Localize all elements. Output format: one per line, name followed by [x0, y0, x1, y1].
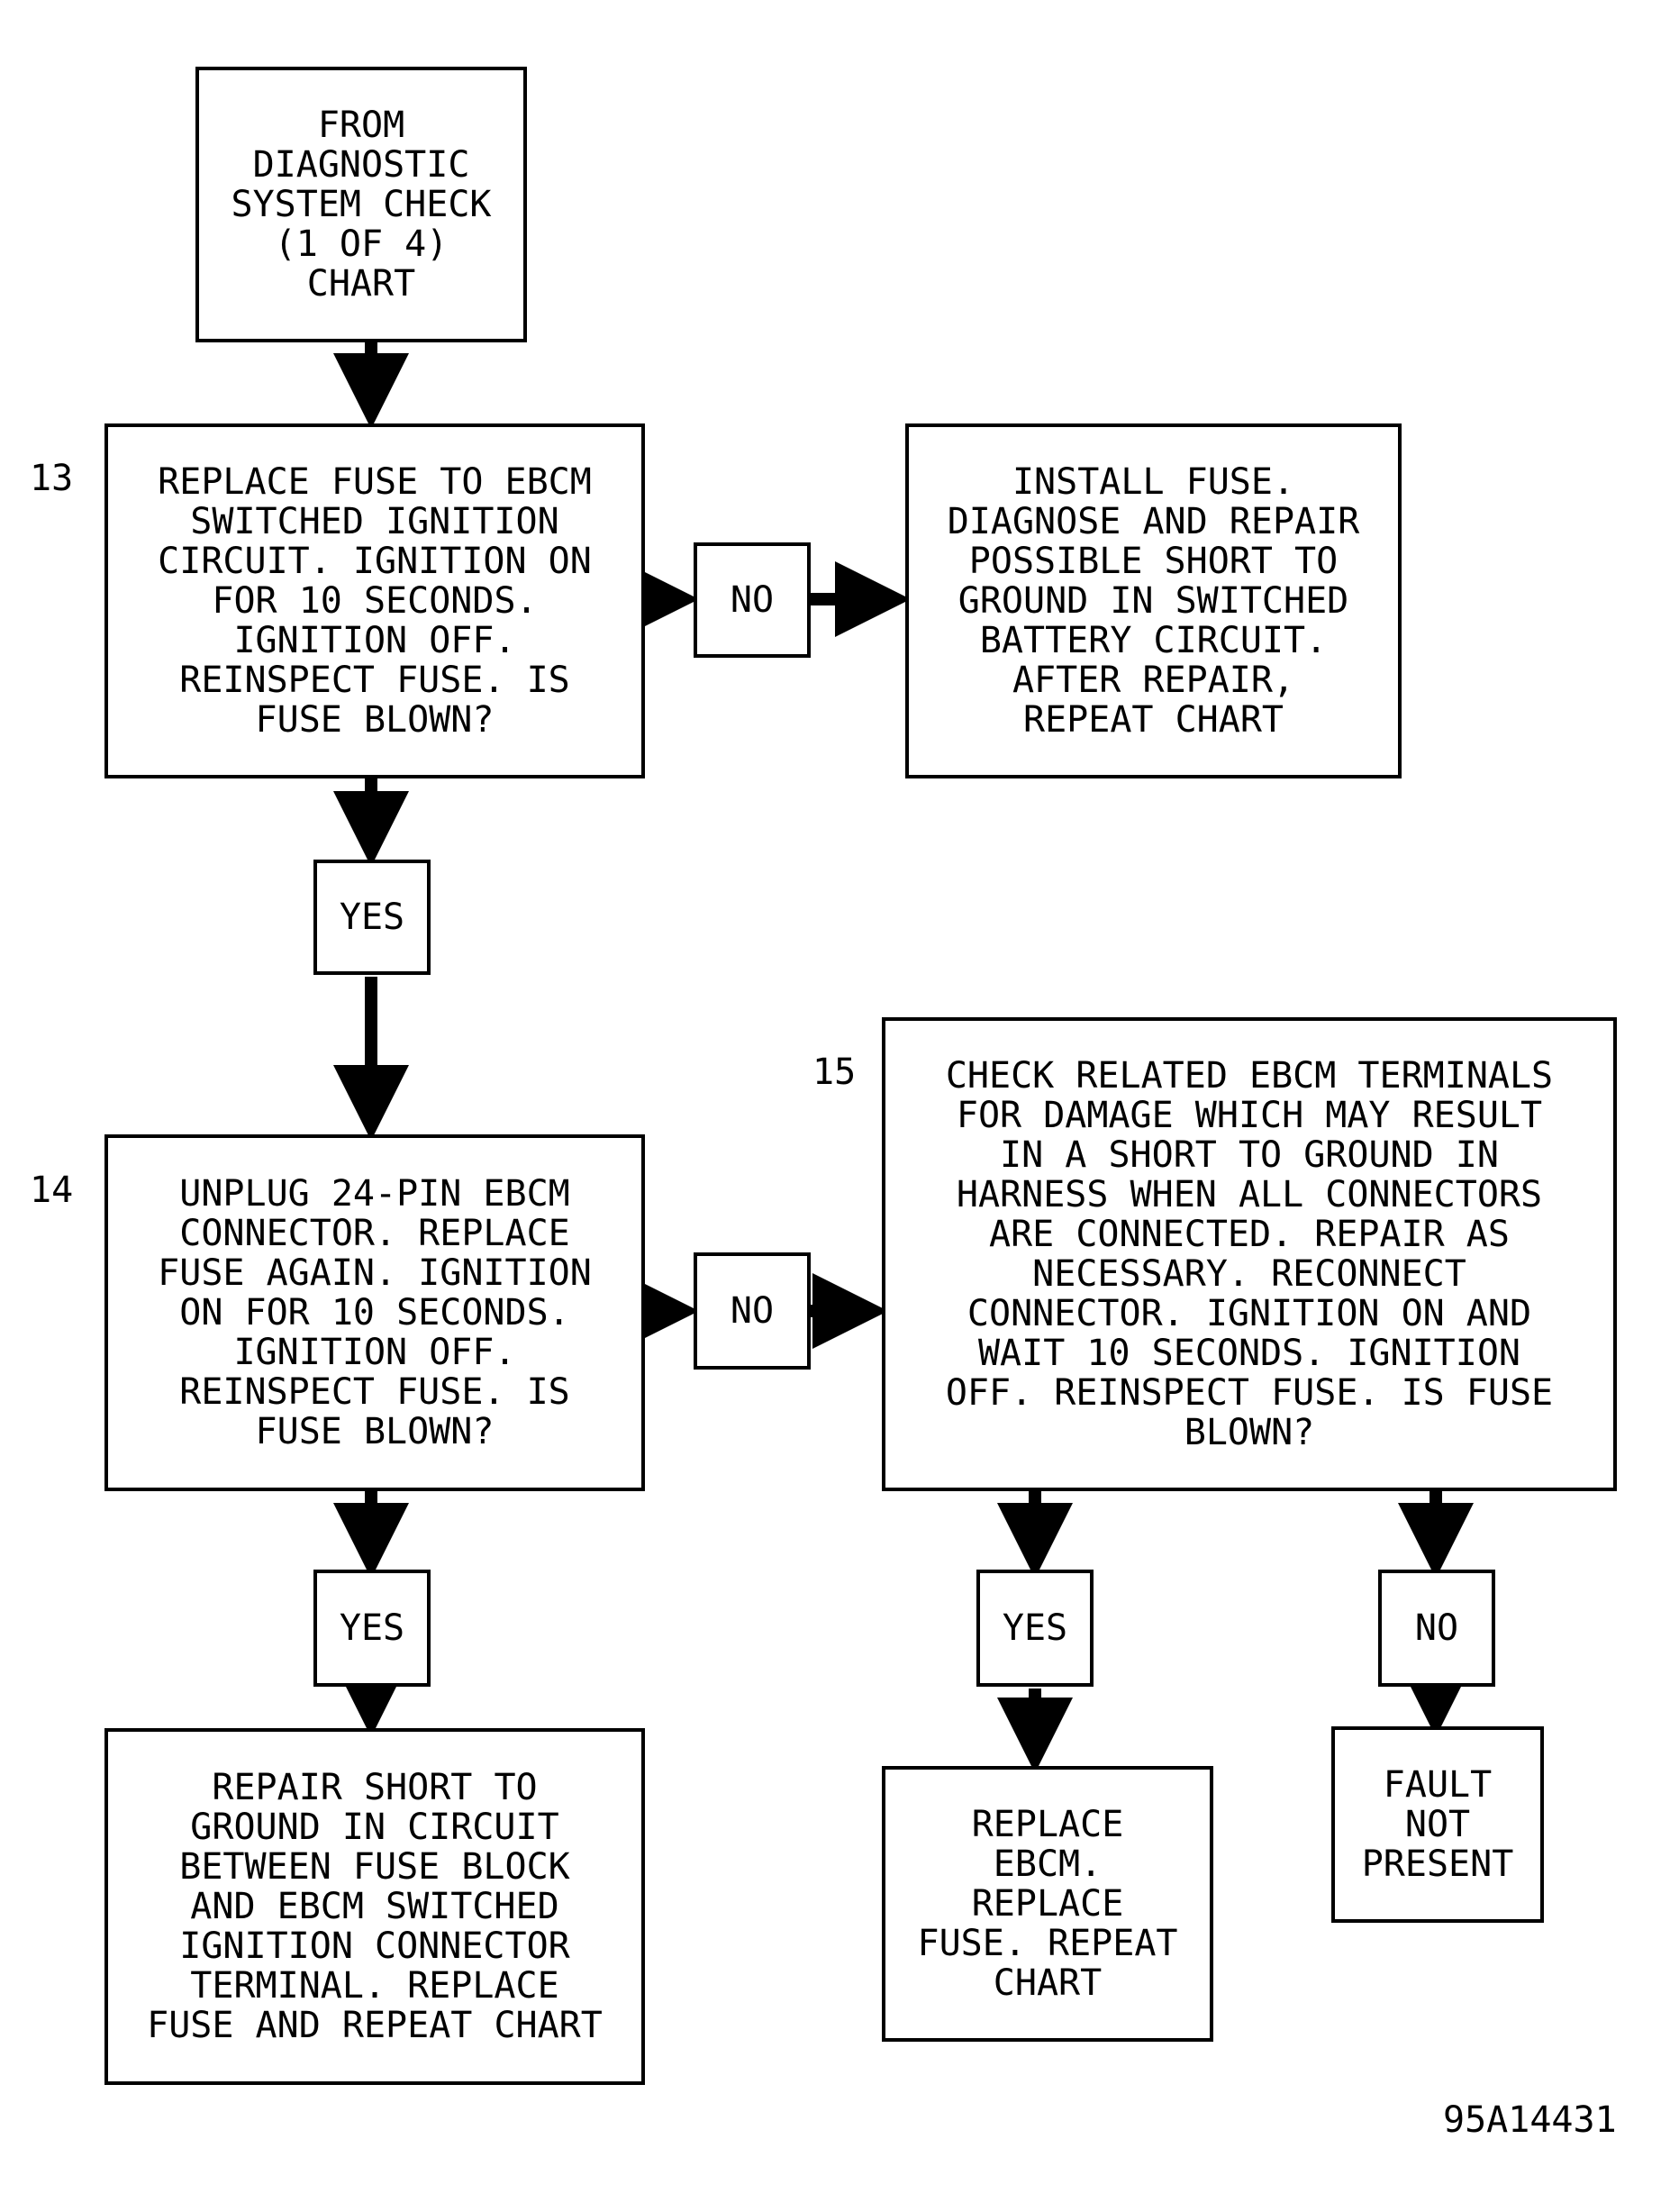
step-number-14: 14 [30, 1170, 74, 1211]
decision-no-14-label: NO [730, 1290, 775, 1332]
step-15-box: CHECK RELATED EBCM TERMINALS FOR DAMAGE … [882, 1017, 1617, 1491]
decision-yes-14-label: YES [339, 1607, 405, 1649]
decision-yes-13-label: YES [339, 897, 405, 938]
step-13-text: REPLACE FUSE TO EBCM SWITCHED IGNITION C… [158, 461, 592, 741]
step-number-15: 15 [812, 1051, 857, 1093]
decision-yes-13: YES [313, 860, 431, 975]
decision-no-13-label: NO [730, 579, 775, 621]
decision-yes-14: YES [313, 1570, 431, 1687]
decision-yes-15: YES [976, 1570, 1094, 1687]
decision-yes-15-label: YES [1002, 1607, 1068, 1649]
replace-ebcm-box: REPLACE EBCM. REPLACE FUSE. REPEAT CHART [882, 1766, 1213, 2042]
install-fuse-box: INSTALL FUSE. DIAGNOSE AND REPAIR POSSIB… [905, 423, 1402, 778]
repair-short-box: REPAIR SHORT TO GROUND IN CIRCUIT BETWEE… [104, 1728, 645, 2085]
step-13-box: REPLACE FUSE TO EBCM SWITCHED IGNITION C… [104, 423, 645, 778]
decision-no-14: NO [694, 1252, 811, 1370]
fault-not-present-box: FAULT NOT PRESENT [1331, 1726, 1544, 1923]
install-fuse-text: INSTALL FUSE. DIAGNOSE AND REPAIR POSSIB… [947, 461, 1360, 741]
start-box: FROM DIAGNOSTIC SYSTEM CHECK (1 OF 4) CH… [195, 67, 527, 342]
repair-short-text: REPAIR SHORT TO GROUND IN CIRCUIT BETWEE… [147, 1767, 603, 2046]
step-14-text: UNPLUG 24-PIN EBCM CONNECTOR. REPLACE FU… [158, 1173, 592, 1452]
start-box-text: FROM DIAGNOSTIC SYSTEM CHECK (1 OF 4) CH… [231, 105, 492, 305]
step-number-13: 13 [30, 458, 74, 499]
replace-ebcm-text: REPLACE EBCM. REPLACE FUSE. REPEAT CHART [917, 1804, 1178, 2004]
figure-id: 95A14431 [1443, 2099, 1617, 2141]
step-15-text: CHECK RELATED EBCM TERMINALS FOR DAMAGE … [945, 1055, 1554, 1453]
decision-no-13: NO [694, 542, 811, 658]
decision-no-15: NO [1378, 1570, 1495, 1687]
fault-not-present-text: FAULT NOT PRESENT [1361, 1764, 1514, 1885]
step-14-box: UNPLUG 24-PIN EBCM CONNECTOR. REPLACE FU… [104, 1134, 645, 1491]
decision-no-15-label: NO [1414, 1607, 1459, 1649]
